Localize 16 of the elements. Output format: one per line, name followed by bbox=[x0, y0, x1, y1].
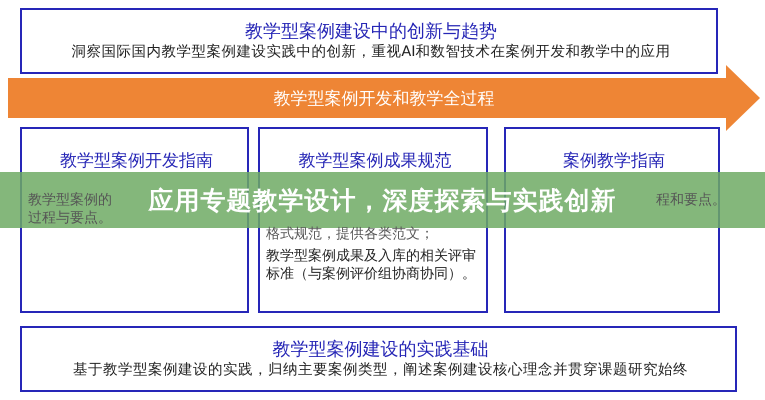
band-text: 教学型案例开发和教学全过程 bbox=[272, 88, 496, 110]
card-text: 格式规范，提供各类范文； bbox=[266, 225, 435, 244]
card-text: 过程与要点。 bbox=[28, 209, 113, 228]
card-title: 案例教学指南 bbox=[562, 150, 666, 172]
card-title: 教学型案例开发指南 bbox=[59, 150, 214, 172]
card-title: 教学型案例建设中的创新与趋势 bbox=[244, 20, 498, 43]
card-text: 教学型案例成果及入库的相关评审标准（与案例评价组协商协同）。 bbox=[266, 247, 477, 284]
card-text: 洞察国际国内教学型案例建设实践中的创新，重视AI和数智技术在案例开发和教学中的应用 bbox=[70, 43, 672, 62]
card-title: 教学型案例成果规范 bbox=[298, 150, 452, 172]
card-text: 基于教学型案例建设的实践，归纳主要案例类型，阐述案例建设核心理念并贯穿课题研究始终 bbox=[72, 361, 689, 380]
card-text: 教学型案例的 bbox=[28, 191, 113, 210]
card-title: 教学型案例建设的实践基础 bbox=[272, 338, 490, 361]
text-card bbox=[20, 8, 718, 74]
process-arrow-band bbox=[8, 65, 760, 131]
text-card bbox=[20, 326, 737, 392]
card-text: 程和要点。 bbox=[656, 191, 726, 210]
